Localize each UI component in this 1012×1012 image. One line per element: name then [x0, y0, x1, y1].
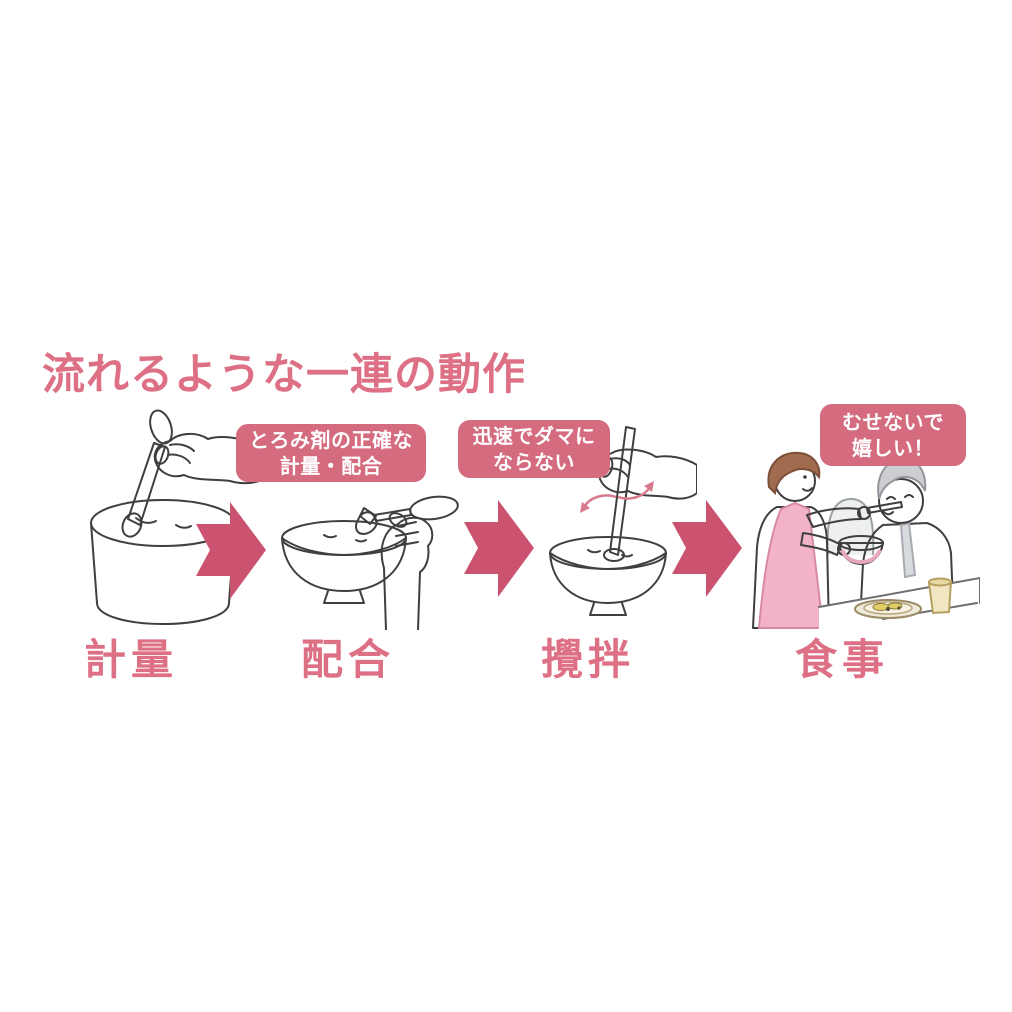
callout-no-lumps: 迅速でダマに ならない: [458, 420, 610, 478]
rotation-arrows-icon: [580, 481, 654, 513]
callout-line: とろみ剤の正確な: [249, 428, 413, 452]
hand-icon: [153, 433, 265, 485]
spoon-icon: [603, 426, 636, 562]
right-block-arrow-icon: [196, 502, 266, 599]
step-label-blend: 配合: [300, 635, 396, 684]
callout-line: むせないで: [842, 410, 944, 434]
measuring-spoon-icon: [121, 409, 173, 538]
callout-no-choking: むせないで 嬉しい！: [820, 404, 966, 466]
feeding-scene-illustration: [752, 451, 980, 630]
callout-line: 嬉しい！: [852, 436, 934, 460]
callout-line: ならない: [493, 450, 575, 474]
step-label-meal: 食事: [794, 635, 890, 684]
page-title: 流れるような一連の動作: [42, 350, 526, 400]
held-bowl-icon: [838, 535, 884, 565]
hand-icon: [380, 512, 434, 630]
spoon-icon: [359, 495, 459, 525]
powder-container: [90, 499, 236, 625]
plate-icon: [854, 599, 922, 619]
bowl-icon: [549, 536, 667, 616]
measuring-illustration: [90, 409, 265, 625]
callout-line: 計量・配合: [279, 454, 383, 478]
pouring-powder-icon: [355, 511, 378, 535]
step-label-measure: 計量: [83, 635, 179, 684]
right-block-arrow-icon: [672, 500, 742, 597]
bowl-icon: [281, 520, 407, 604]
right-block-arrow-icon: [464, 500, 534, 597]
blending-illustration: [281, 495, 459, 630]
callout-accurate-measuring: とろみ剤の正確な 計量・配合: [236, 424, 426, 482]
callout-line: 迅速でダマに: [472, 424, 596, 448]
stirring-illustration: [549, 426, 697, 616]
cup-icon: [927, 577, 953, 615]
step-label-stir: 攪拌: [540, 635, 636, 684]
